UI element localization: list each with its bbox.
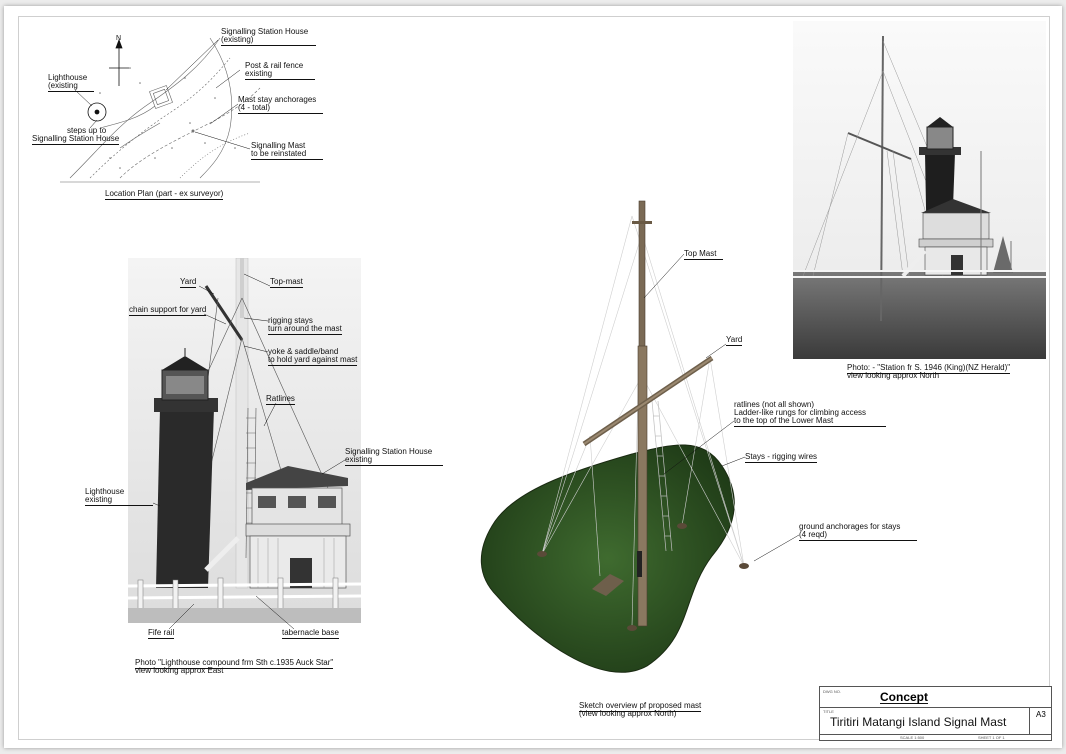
sk-anchor-label-2: (4 reqd) bbox=[799, 531, 917, 541]
tb-title-label: TITLE bbox=[823, 709, 834, 714]
p35-lighthouse-label-1: Lighthouse bbox=[85, 487, 125, 496]
sk-ratlines-label-3: to the top of the Lower Mast bbox=[734, 417, 886, 427]
p35-station-label-2: existing bbox=[345, 456, 443, 466]
p35-rigging-label-2: turn around the mast bbox=[268, 324, 342, 335]
p35-station-label-1: Signalling Station House bbox=[345, 447, 433, 456]
lp-mast-label-2: to be reinstated bbox=[251, 150, 323, 160]
sk-ratlines-label-1: ratlines (not all shown) bbox=[734, 400, 815, 409]
lp-fence-label-1: Post & rail fence bbox=[245, 61, 304, 70]
p35-fife-label: Fife rail bbox=[148, 628, 175, 639]
tb-sheet: SHEET 1 OF 1 bbox=[978, 735, 1005, 740]
tb-scale: SCALE 1:500 bbox=[900, 735, 925, 740]
sketch-caption-1: Sketch overview pf proposed mast bbox=[579, 701, 702, 712]
p35-rigging-label-1: rigging stays bbox=[268, 316, 313, 325]
p35-yoke-label-2: to hold yard against mast bbox=[268, 355, 358, 366]
location-plan-drawing: N bbox=[60, 35, 261, 183]
p35-topmast-label: Top-mast bbox=[270, 277, 303, 288]
historic-photo-1946 bbox=[793, 21, 1046, 359]
lp-steps-label-2: Signalling Station House bbox=[32, 134, 120, 145]
lp-anchor-label-1: Mast stay anchorages bbox=[238, 95, 317, 104]
p35-tabernacle-label: tabernacle base bbox=[282, 628, 339, 639]
location-plan-caption: Location Plan (part - ex surveyor) bbox=[105, 189, 224, 200]
lp-station-label-2: (existing) bbox=[221, 36, 316, 46]
p35-ratlines-label: Ratlines bbox=[266, 394, 295, 405]
lp-lighthouse-label-2: (existing bbox=[48, 82, 94, 92]
tb-dwg-value: Concept bbox=[880, 690, 928, 704]
lp-lighthouse-label-1: Lighthouse bbox=[48, 73, 88, 82]
p35-leader-lines bbox=[152, 273, 346, 630]
p35-yard-label: Yard bbox=[180, 277, 197, 288]
lp-steps-label-1: steps up to bbox=[67, 126, 107, 135]
mast-sketch-drawing bbox=[480, 200, 749, 673]
title-block: DWG NO. Concept TITLE Tiritiri Matangi I… bbox=[819, 686, 1052, 741]
drawing-border bbox=[18, 16, 1050, 740]
lp-anchor-label-2: (4 - total) bbox=[238, 104, 323, 114]
sk-stays-label: Stays - rigging wires bbox=[745, 452, 818, 463]
sketch-leader-lines bbox=[643, 253, 800, 562]
lp-mast-label-1: Signalling Mast bbox=[251, 141, 306, 150]
sk-anchor-label-1: ground anchorages for stays bbox=[799, 522, 901, 531]
sk-yard-label: Yard bbox=[726, 335, 743, 346]
tb-size: A3 bbox=[1036, 710, 1046, 719]
tb-dwg-label: DWG NO. bbox=[823, 689, 841, 694]
historic-photo-1935 bbox=[128, 258, 361, 623]
photo-1935-image bbox=[128, 258, 361, 623]
sk-ratlines-label-2: Ladder-like rungs for climbing access bbox=[734, 408, 867, 417]
p35-chain-label: chain support for yard bbox=[129, 305, 207, 316]
lp-fence-label-2: existing bbox=[245, 70, 315, 80]
photo-1946-image bbox=[793, 21, 1046, 359]
photo-1946-caption-1: Photo: - "Station fr S. 1946 (King)(NZ H… bbox=[847, 363, 1011, 374]
svg-text:N: N bbox=[116, 35, 121, 42]
drawing-sheet: N Signalling Station House (existing) Po… bbox=[4, 6, 1062, 748]
photo-1946-caption-2: view looking approx North bbox=[847, 371, 940, 380]
p35-yoke-label-1: yoke & saddle/band bbox=[268, 347, 339, 356]
lp-station-label-1: Signalling Station House bbox=[221, 27, 309, 36]
tb-title: Tiritiri Matangi Island Signal Mast bbox=[830, 715, 1007, 729]
sk-topmast-label: Top Mast bbox=[684, 250, 723, 260]
p35-lighthouse-label-2: existing bbox=[85, 496, 153, 506]
photo-1935-caption-2: view looking approx East bbox=[135, 666, 224, 675]
photo-1935-caption-1: Photo "Lighthouse compound frm Sth c.193… bbox=[135, 658, 334, 669]
sketch-caption-2: (view looking approx North) bbox=[579, 709, 677, 718]
